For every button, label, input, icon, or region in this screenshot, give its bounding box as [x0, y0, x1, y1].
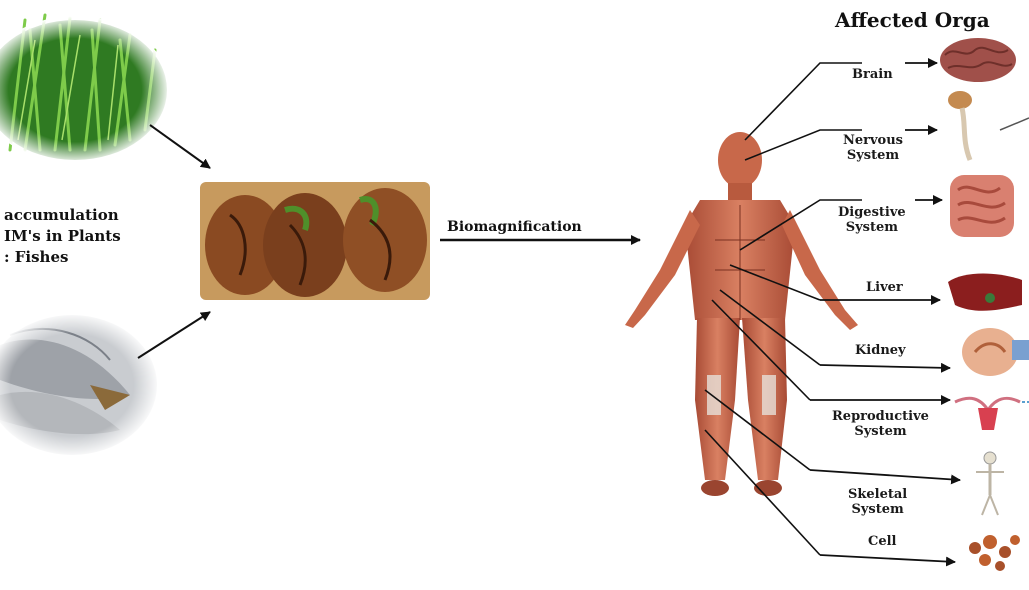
arrow-fish-to-food	[138, 312, 210, 358]
left-label-line3: : Fishes	[4, 247, 121, 268]
cell-icon	[969, 535, 1020, 571]
organ-label-line: Digestive	[838, 206, 906, 221]
human-muscle-figure	[625, 132, 858, 496]
organ-label-kidney: Kidney	[855, 344, 906, 359]
organ-label-line: Nervous	[843, 134, 903, 149]
organ-label-digestive: Digestive System	[838, 206, 906, 236]
organ-label-line: Brain	[852, 68, 893, 83]
organ-label-skeletal: Skeletal System	[848, 488, 907, 518]
organ-label-brain: Brain	[852, 68, 893, 83]
organ-label-line: Kidney	[855, 344, 906, 359]
affected-organs-title: Affected Orga	[835, 8, 990, 32]
organ-label-line: Skeletal	[848, 488, 907, 503]
uterus-icon	[955, 398, 1029, 430]
nerve-icon	[948, 91, 972, 160]
organ-label-line: Liver	[866, 281, 903, 296]
organ-label-line: System	[832, 425, 929, 440]
organ-label-line: System	[838, 221, 906, 236]
fish-image	[0, 312, 160, 458]
organ-label-cell: Cell	[868, 535, 897, 550]
organ-label-line: Cell	[868, 535, 897, 550]
liver-icon	[948, 274, 1022, 311]
brain-icon	[940, 38, 1016, 82]
left-label-line1: accumulation	[4, 205, 121, 226]
skeleton-icon	[976, 452, 1004, 515]
organ-label-line: System	[843, 149, 903, 164]
intestine-icon	[950, 175, 1014, 237]
organ-label-line: Reproductive	[832, 410, 929, 425]
nerve-side-line	[1000, 118, 1029, 130]
fried-fish-image	[200, 182, 430, 300]
arrow-plants-to-food	[150, 125, 210, 168]
left-label-line2: IM's in Plants	[4, 226, 121, 247]
organ-label-line: System	[848, 503, 907, 518]
grass-image	[0, 15, 170, 164]
organ-label-nervous: Nervous System	[843, 134, 903, 164]
left-label: accumulation IM's in Plants : Fishes	[4, 205, 121, 268]
biomagnification-label: Biomagnification	[447, 219, 582, 235]
organ-label-reproductive: Reproductive System	[832, 410, 929, 440]
organ-label-liver: Liver	[866, 281, 903, 296]
kidney-icon	[962, 328, 1029, 376]
